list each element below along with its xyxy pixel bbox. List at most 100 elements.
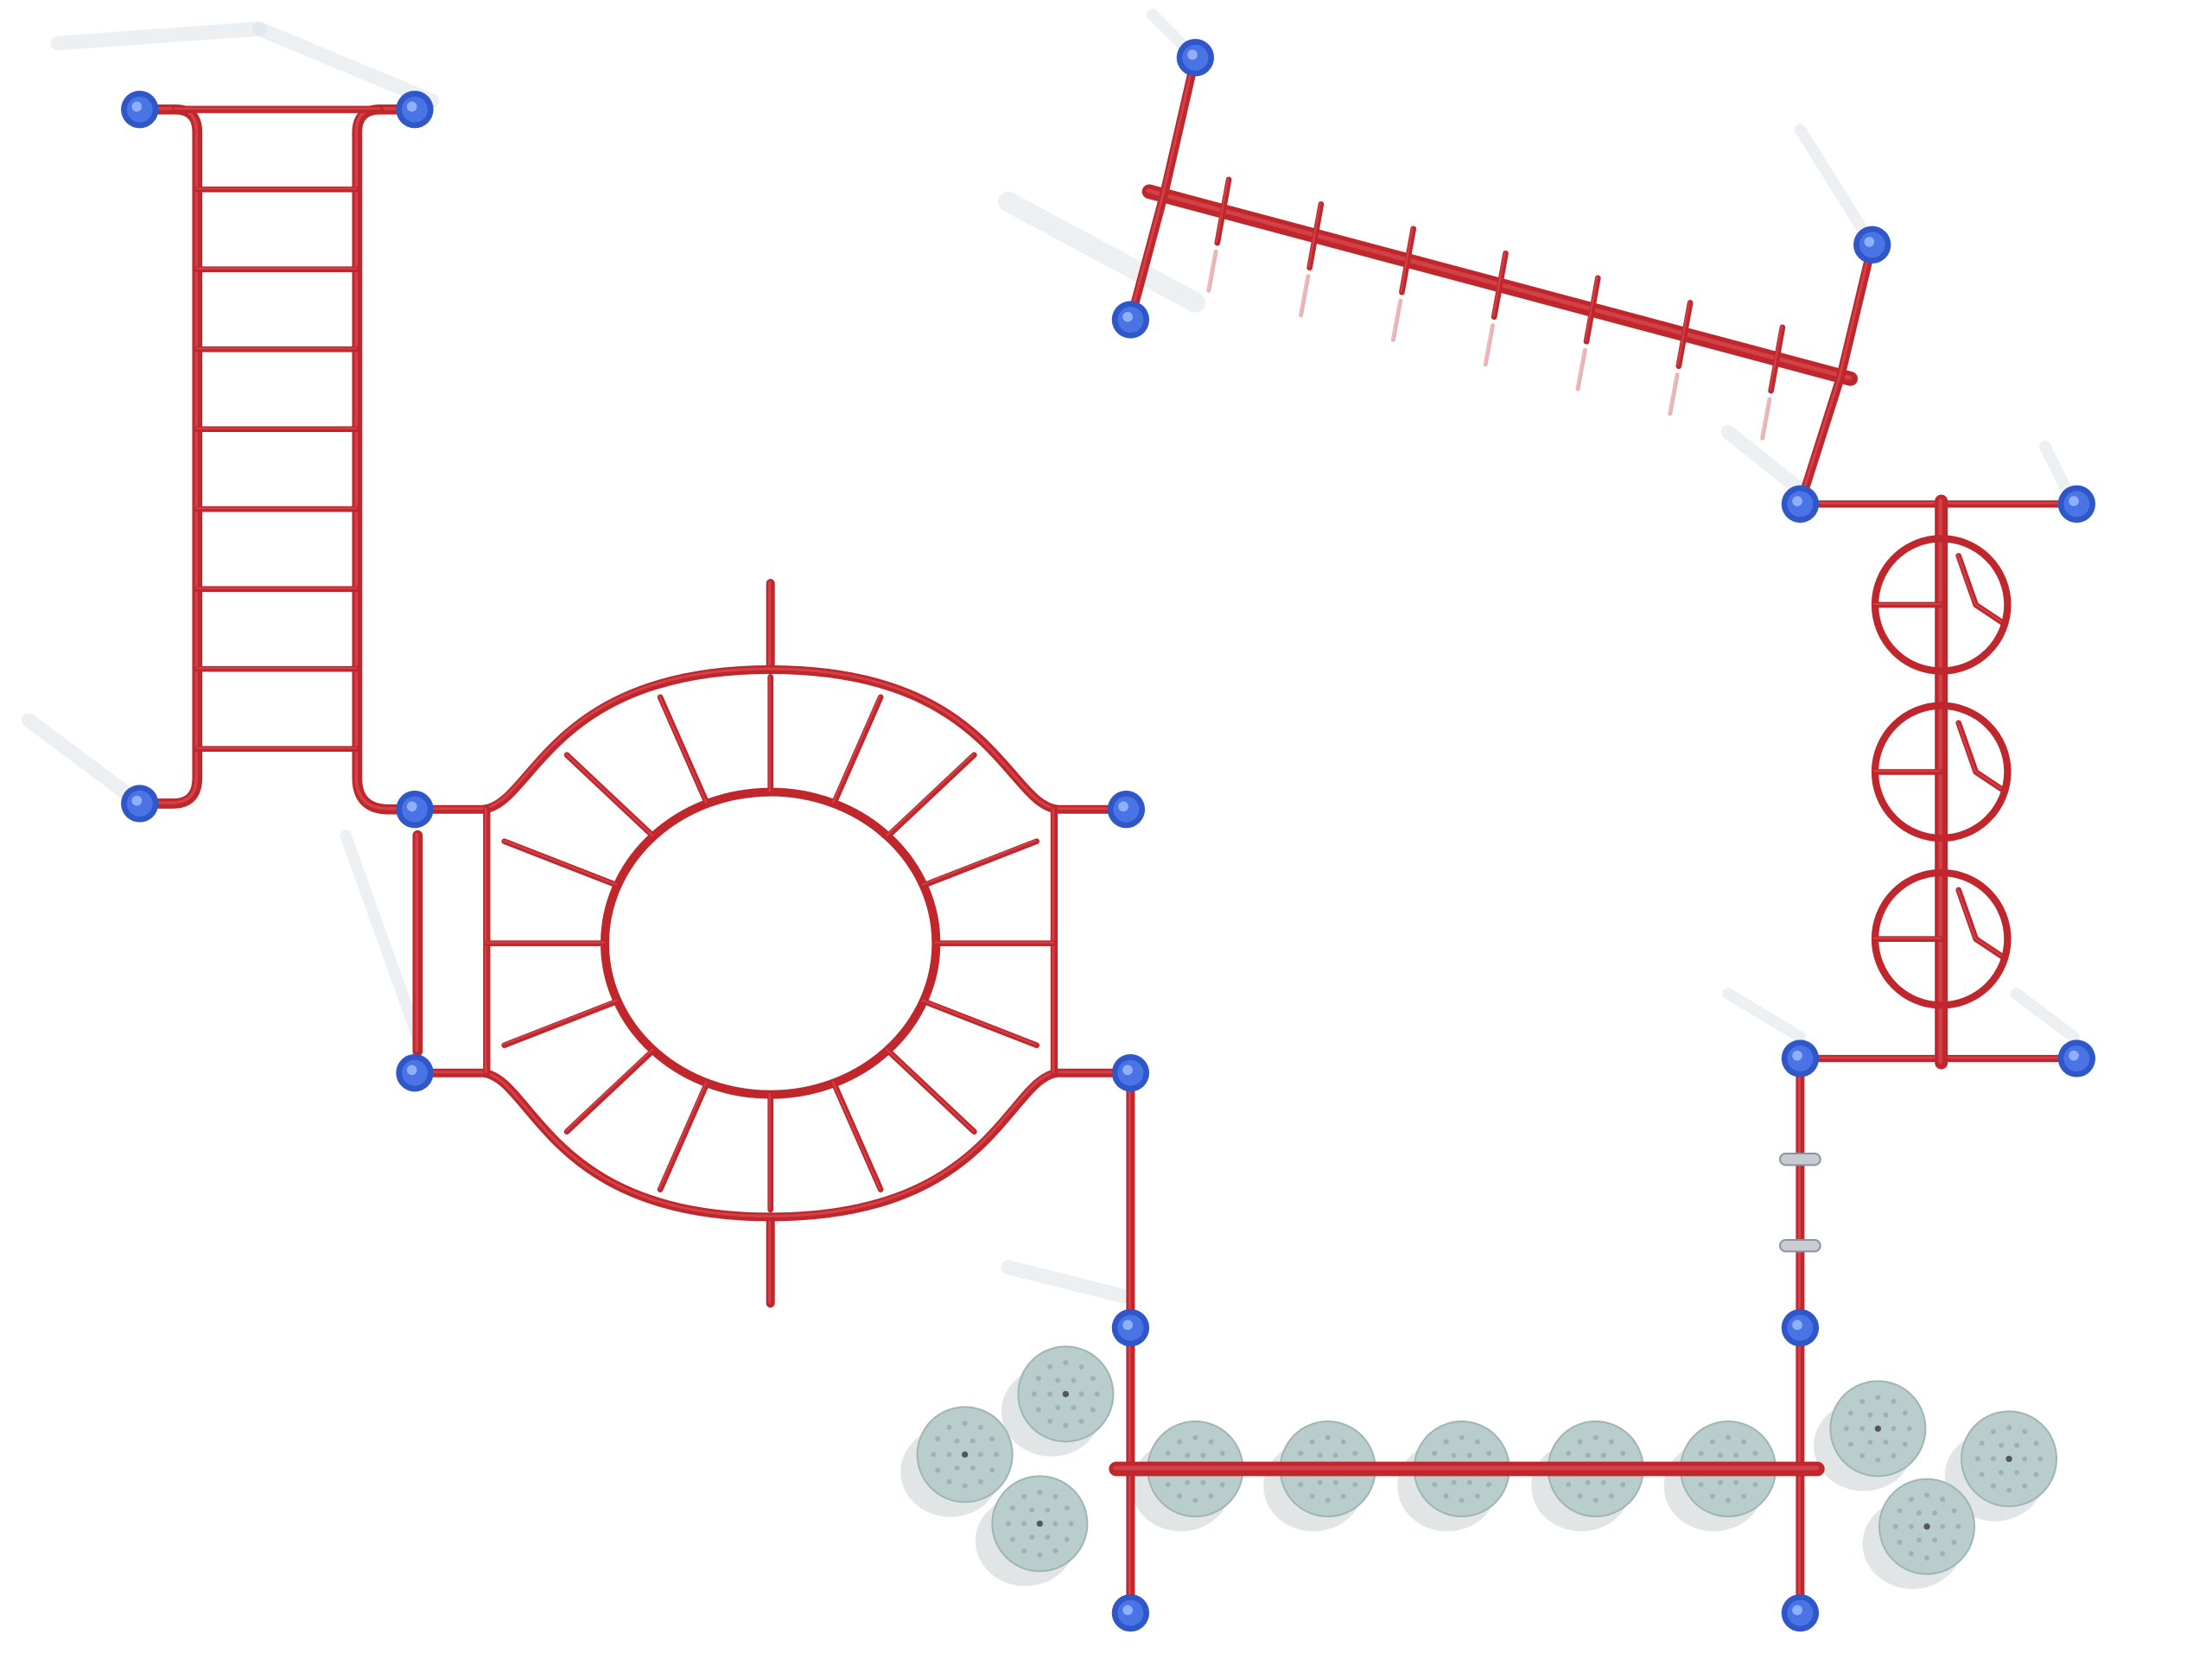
stepper-dot [1932, 1510, 1938, 1516]
ring-bottom-stub [766, 1212, 775, 1308]
peg-rung-highlight [1307, 202, 1321, 268]
stepper-pad-icon [1862, 1478, 1976, 1589]
peg-rung-tube [1306, 200, 1325, 271]
stepper-pad-icon [1531, 1421, 1644, 1532]
ring-spoke [483, 940, 608, 947]
ring-spoke [830, 694, 884, 807]
stepper-dot [1177, 1493, 1183, 1499]
stepper-dot [1566, 1450, 1572, 1456]
post-cap-icon [2057, 1039, 2096, 1077]
post-highlight [1792, 1319, 1802, 1331]
wheel-spoke-highlight [1956, 554, 2002, 623]
stepper-dot [935, 1436, 941, 1442]
stepper-dot [1325, 1434, 1331, 1440]
post-highlight [131, 795, 143, 806]
stepper-dot [2022, 1456, 2028, 1462]
ladder-rung [194, 266, 360, 273]
peg-right-leg-highlight [1797, 242, 1873, 505]
stepper-dot [1009, 1536, 1015, 1542]
ring-spoke [563, 1047, 657, 1135]
stepper-dot [1717, 1479, 1723, 1485]
stepper-dot [1219, 1482, 1225, 1488]
shadow-stroke [1720, 424, 1808, 498]
peg-rung-shadow-highlight [1576, 348, 1586, 389]
stepper-dot [1052, 1493, 1058, 1499]
stepper-dot [977, 1424, 983, 1430]
stepper-dot [1055, 1377, 1061, 1383]
stepper-dot [1897, 1539, 1903, 1545]
ring-spoke-highlight [658, 695, 708, 804]
wheel-spine [1935, 494, 1948, 1070]
stepper-dot [1902, 1441, 1908, 1447]
stepper-dot [1309, 1493, 1315, 1499]
ring-spoke [920, 998, 1040, 1049]
stepper-center [1036, 1520, 1044, 1528]
peg-rung-tube [1214, 176, 1232, 246]
stepper-dot [1208, 1439, 1214, 1445]
stepper-dot [1883, 1440, 1889, 1446]
stepper-dot [1094, 1391, 1100, 1397]
peg-rung-highlight [1215, 177, 1230, 244]
stepper-dot [1577, 1439, 1583, 1445]
stepper-dot [1474, 1439, 1480, 1445]
post-highlight [406, 101, 417, 112]
stepper-dot [1940, 1523, 1946, 1529]
peg-rung-shadow-highlight [1207, 250, 1216, 290]
ring-outer-bottom [410, 1068, 1131, 1222]
stepper-dot [1620, 1450, 1626, 1456]
ring-spoke-tube [920, 838, 1040, 889]
ring-spoke [501, 838, 620, 889]
ring-spoke-highlight [886, 753, 975, 836]
peg-rung-highlight [1769, 325, 1783, 391]
ring-spoke-tube [657, 1080, 710, 1192]
ring-spoke-tube [563, 1047, 657, 1135]
wheel-spoke-highlight [1956, 721, 2002, 790]
ring-outer-top [410, 664, 1131, 814]
stepper-dot [1600, 1479, 1606, 1485]
shadow-stroke [21, 713, 152, 814]
stepper-dot [1352, 1482, 1358, 1488]
ladder-rung [194, 505, 360, 512]
stepper-dot [1021, 1521, 1027, 1527]
peg-rung-shadow-highlight [1391, 299, 1401, 340]
stepper-dot [1859, 1452, 1866, 1459]
post-cap-icon [1781, 1039, 1820, 1077]
stepper-dot [989, 1467, 995, 1473]
post-cap-icon [1781, 1309, 1820, 1347]
post-cap-icon [1176, 39, 1215, 77]
stepper-dot [1192, 1434, 1198, 1440]
stepper-dot [2033, 1471, 2039, 1478]
stepper-pad-icon [1397, 1421, 1510, 1532]
stepper-dot [1717, 1452, 1723, 1459]
stepper-dot [1875, 1457, 1881, 1463]
post-cap-icon [1111, 1309, 1150, 1347]
stepper-dot [946, 1478, 952, 1484]
stepper-dot [1165, 1482, 1171, 1488]
shadow-stroke [1794, 124, 1878, 251]
ring-outer-top-highlight [412, 667, 1127, 810]
post-cap-icon [396, 791, 434, 829]
stepper-dot [1908, 1523, 1914, 1529]
stepper-dot [1332, 1479, 1338, 1485]
stepper-pad-icon [1944, 1410, 2058, 1522]
stepper-dot [1185, 1479, 1191, 1485]
ladder-right-rail-tube [352, 104, 420, 815]
stepper-dot [1891, 1398, 1897, 1404]
stepper-dot [1940, 1497, 1946, 1503]
stepper-dot [1021, 1493, 1027, 1499]
stepper-pad-icon [1130, 1421, 1244, 1532]
ring-spoke [933, 940, 1058, 947]
stepper-dot [1924, 1492, 1930, 1498]
stepper-dot [1090, 1376, 1096, 1382]
wheel-spoke-highlight [1956, 887, 2002, 957]
stepper-dot [1340, 1493, 1346, 1499]
ring-spoke-highlight [921, 839, 1037, 886]
peg-rung-shadow [1668, 372, 1680, 416]
peg-rung-shadow-tube [1483, 323, 1496, 367]
stepper-dot [946, 1424, 952, 1430]
wheel-spoke [1955, 552, 2005, 626]
stepper-dot [935, 1467, 941, 1473]
ring-spoke-highlight [658, 1081, 708, 1190]
peg-rung-shadow-highlight [1760, 397, 1770, 438]
